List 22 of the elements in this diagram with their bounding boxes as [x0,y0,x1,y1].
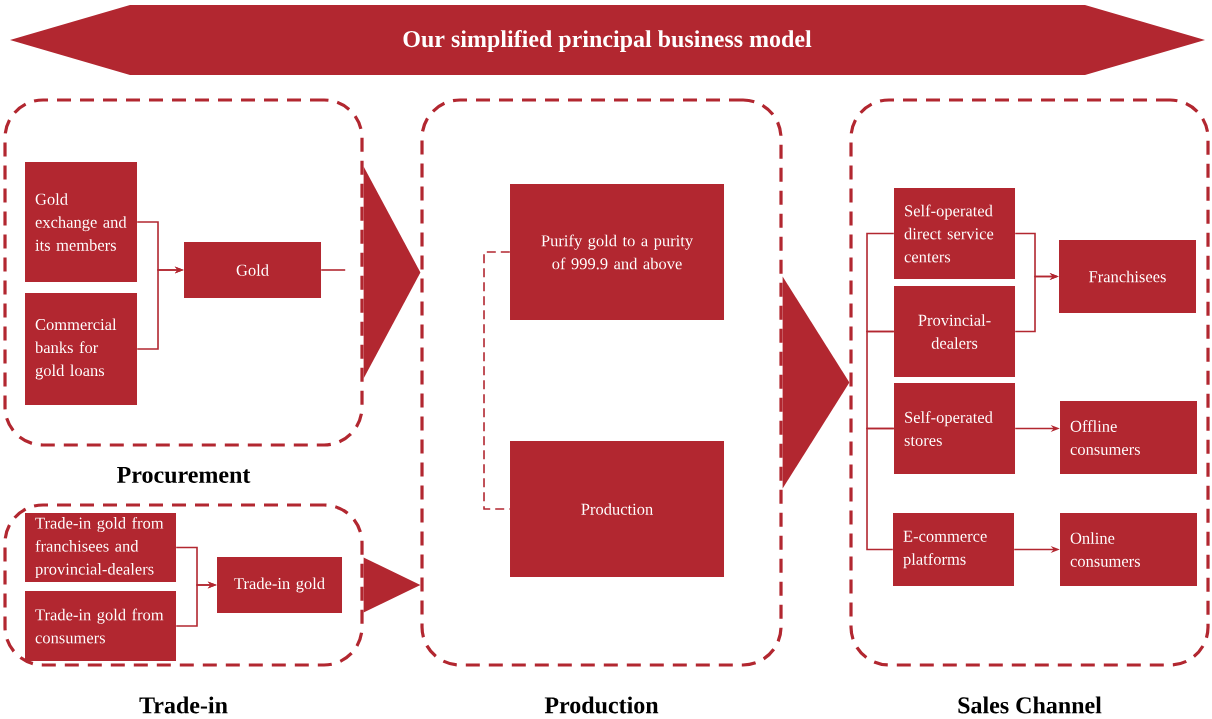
process-box: Self-operated direct service centers [894,188,1015,279]
chevron-arrow [363,166,421,379]
process-box: Trade-in gold from consumers [25,591,176,661]
process-box: E-commerce platforms [893,513,1014,586]
chevron-arrow [363,557,421,613]
process-box: Gold [184,242,321,298]
chevron-arrow [782,276,850,489]
process-box: Production [510,441,724,577]
group-heading: Sales Channel [958,696,1102,714]
process-box: Purify gold to a purity of 999.9 and above [510,184,724,320]
process-box: Commercial banks for gold loans [25,293,137,405]
group-heading: Procurement [117,467,251,483]
process-box: Trade-in gold [217,557,342,613]
group-heading: Production [544,696,659,714]
process-box: Provincial-dealers [894,286,1015,377]
process-box: Gold exchange and its members [25,162,137,282]
group-heading: Trade-in [139,696,228,714]
process-box: Online consumers [1060,513,1197,586]
process-box: Offline consumers [1060,401,1197,474]
process-box: Trade-in gold from franchisees and provincial-dealers [25,513,176,582]
process-box: Franchisees [1059,240,1196,313]
process-box: Self-operated stores [894,383,1015,474]
